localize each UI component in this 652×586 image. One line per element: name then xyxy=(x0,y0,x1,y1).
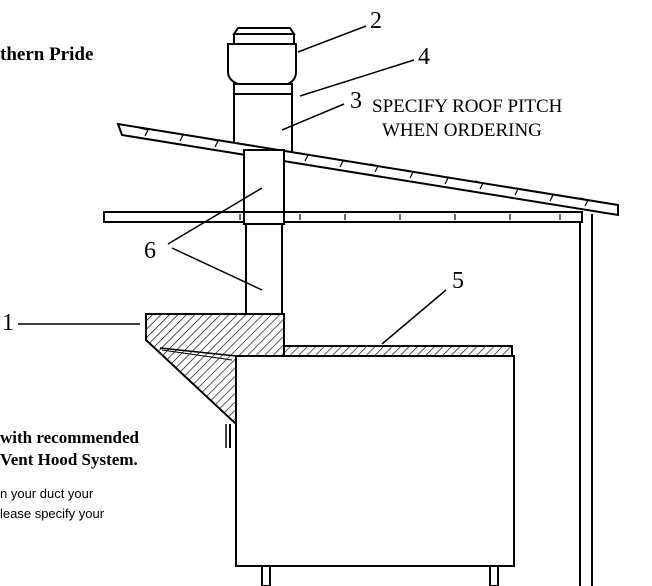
wall xyxy=(579,214,593,586)
leader-lines xyxy=(18,25,447,345)
lower-duct xyxy=(245,223,283,315)
range-cabinet xyxy=(225,345,515,586)
attic-duct xyxy=(243,149,285,213)
roof-note-line2: WHEN ORDERING xyxy=(382,120,542,141)
body-text-line2: lease specify your xyxy=(0,506,105,521)
callout-6: 6 xyxy=(144,238,156,264)
roof-note-line1: SPECIFY ROOF PITCH xyxy=(372,96,563,117)
brand-fragment: thern Pride xyxy=(0,44,94,65)
callout-4: 4 xyxy=(418,44,430,70)
caption-line1: with recommended xyxy=(0,428,139,447)
callout-1: 1 xyxy=(2,310,14,336)
roof xyxy=(116,122,619,217)
ceiling xyxy=(103,211,583,225)
upper-duct xyxy=(233,93,293,153)
callout-3: 3 xyxy=(350,88,362,114)
body-text-line1: n your duct your xyxy=(0,486,94,501)
caption-line2: Vent Hood System. xyxy=(0,450,138,469)
roof-cap xyxy=(227,27,297,95)
callout-5: 5 xyxy=(452,268,464,294)
callout-2: 2 xyxy=(370,8,382,34)
